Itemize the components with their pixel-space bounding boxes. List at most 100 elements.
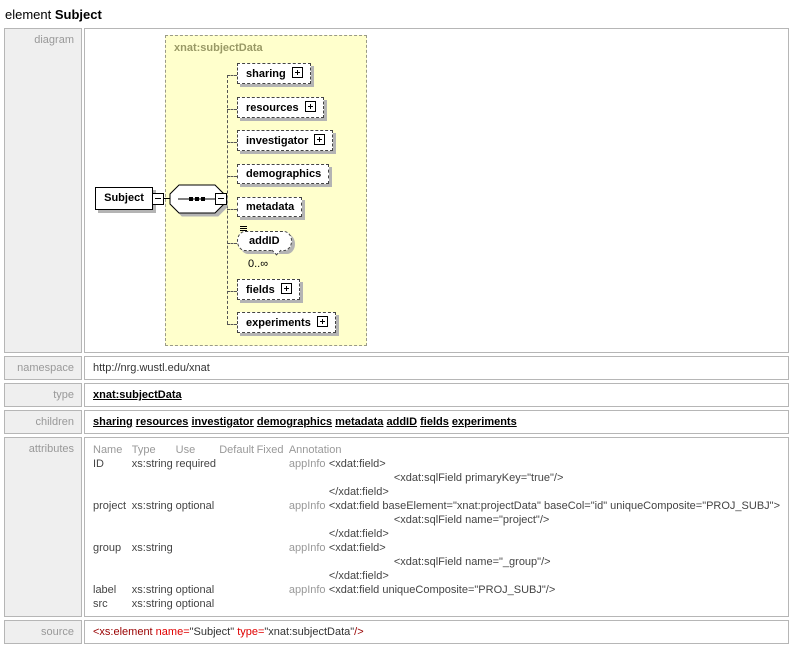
annotation-code: <xdat:sqlField name="project"/> — [393, 514, 550, 526]
annotation-line: <xdat:sqlField name="project"/> — [289, 513, 780, 527]
minus-collapse-icon — [152, 193, 164, 205]
annotation-code: </xdat:field> — [328, 528, 389, 540]
attr-col-header: Default — [219, 444, 255, 456]
source-token: "Subject" — [189, 626, 238, 638]
appinfo-label: appInfo — [288, 458, 326, 470]
attr-name-cell: src — [93, 598, 108, 610]
diagram-child-experiments[interactable]: experiments — [237, 312, 336, 333]
children-row: children sharing resources investigator … — [4, 410, 789, 434]
diagram-child-label: resources — [246, 102, 299, 114]
annotation-line: appInfo<xdat:field> — [289, 457, 780, 471]
attr-type-cell: xs:string — [131, 542, 173, 554]
namespace-row: namespace http://nrg.wustl.edu/xnat — [4, 356, 789, 380]
child-connector-line — [227, 291, 237, 292]
plus-expand-icon — [280, 283, 292, 294]
annotation-code: <xdat:field baseElement="xnat:projectDat… — [328, 500, 780, 512]
namespace-value: http://nrg.wustl.edu/xnat — [84, 356, 789, 380]
children-row-label: children — [4, 410, 82, 434]
diagram-row-label: diagram — [4, 28, 82, 353]
occurrence-notch-icon — [271, 245, 282, 256]
plus-expand-icon — [316, 316, 328, 327]
child-link-sharing[interactable]: sharing — [93, 416, 133, 428]
child-connector-line — [227, 324, 237, 325]
diagram-child-label: experiments — [246, 317, 311, 329]
attr-col-header: Fixed — [256, 444, 284, 456]
diagram-child-investigator[interactable]: investigator — [237, 130, 334, 151]
occurrence-label: 0..∞ — [248, 258, 269, 270]
sequence-icon — [169, 184, 225, 214]
attr-fixed-cell — [257, 499, 289, 541]
source-token: <xs:element — [93, 626, 156, 638]
attr-type-cell: xs:string — [131, 458, 173, 470]
attr-fixed-cell — [257, 457, 289, 499]
annotation-line: appInfo<xdat:field> — [289, 541, 780, 555]
diagram-child-label: metadata — [246, 201, 295, 213]
diagram-child-addID[interactable]: addID — [237, 226, 292, 256]
child-link-demographics[interactable]: demographics — [256, 416, 333, 428]
annotation-code: </xdat:field> — [328, 486, 389, 498]
child-link-experiments[interactable]: experiments — [451, 416, 517, 428]
annotation-line: </xdat:field> — [289, 485, 780, 499]
child-connector-line — [227, 75, 237, 76]
child-link-fields[interactable]: fields — [420, 416, 449, 428]
diagram-child-label: sharing — [246, 68, 286, 80]
attr-name-cell: ID — [93, 458, 104, 470]
page-title: element Subject — [5, 7, 789, 22]
annotation-line: <xdat:sqlField name="_group"/> — [289, 555, 780, 569]
diagram-child-metadata[interactable]: metadata — [237, 197, 303, 217]
attr-use-cell: optional — [175, 584, 215, 596]
type-row-label: type — [4, 383, 82, 407]
source-token: type= — [237, 626, 265, 638]
child-link-metadata[interactable]: metadata — [335, 416, 384, 428]
appinfo-label: appInfo — [288, 542, 326, 554]
child-link-addID[interactable]: addID — [386, 416, 418, 428]
diagram-child-resources[interactable]: resources — [237, 97, 324, 118]
plus-expand-icon — [304, 101, 316, 112]
attr-annotation-cell: appInfo<xdat:field><xdat:sqlField primar… — [289, 457, 780, 499]
diagram-child-label: addID — [249, 235, 280, 247]
diagram-child-label: demographics — [246, 168, 322, 180]
diagram-child-demographics[interactable]: demographics — [237, 164, 330, 184]
diagram-child-sharing[interactable]: sharing — [237, 63, 311, 84]
plus-expand-icon — [291, 67, 303, 78]
diagram-child-label: investigator — [246, 135, 309, 147]
namespace-row-label: namespace — [4, 356, 82, 380]
annotation-code: <xdat:field uniqueComposite="PROJ_SUBJ"/… — [328, 584, 556, 596]
annotation-code: <xdat:sqlField name="_group"/> — [393, 556, 551, 568]
annotation-line: </xdat:field> — [289, 527, 780, 541]
attr-default-cell — [219, 499, 256, 541]
page-title-element-name: Subject — [54, 7, 102, 22]
source-row-label: source — [4, 620, 82, 644]
attr-fixed-cell — [257, 541, 289, 583]
child-connector-line — [227, 142, 237, 143]
complextype-label: xnat:subjectData — [174, 42, 263, 54]
child-connector-line — [227, 176, 237, 177]
attr-default-cell — [219, 597, 256, 611]
attr-col-header: Type — [131, 444, 156, 456]
attr-col-header: Name — [93, 444, 123, 456]
attr-col-header: Use — [175, 444, 196, 456]
child-link-investigator[interactable]: investigator — [191, 416, 254, 428]
sequence-trunk-line — [227, 75, 228, 324]
source-row: source <xs:element name="Subject" type="… — [4, 620, 789, 644]
attr-default-cell — [219, 583, 256, 597]
annotation-code: <xdat:field> — [328, 458, 386, 470]
attr-col-header: Annotation — [288, 444, 342, 456]
attr-type-cell: xs:string — [131, 598, 173, 610]
child-link-resources[interactable]: resources — [135, 416, 189, 428]
plus-expand-icon — [314, 134, 326, 145]
attr-annotation-cell: appInfo<xdat:field uniqueComposite="PROJ… — [289, 583, 780, 597]
child-connector-line — [227, 109, 237, 110]
annotation-code: <xdat:sqlField primaryKey="true"/> — [393, 472, 564, 484]
source-token: name= — [155, 626, 190, 638]
annotation-line: <xdat:sqlField primaryKey="true"/> — [289, 471, 780, 485]
diagram-child-fields[interactable]: fields — [237, 279, 300, 300]
type-link[interactable]: xnat:subjectData — [93, 389, 182, 401]
annotation-line: appInfo<xdat:field baseElement="xnat:pro… — [289, 499, 780, 513]
schema-doc-table: diagram xnat:subjectData Subject sharing… — [4, 28, 789, 644]
attr-annotation-cell: appInfo<xdat:field baseElement="xnat:pro… — [289, 499, 780, 541]
